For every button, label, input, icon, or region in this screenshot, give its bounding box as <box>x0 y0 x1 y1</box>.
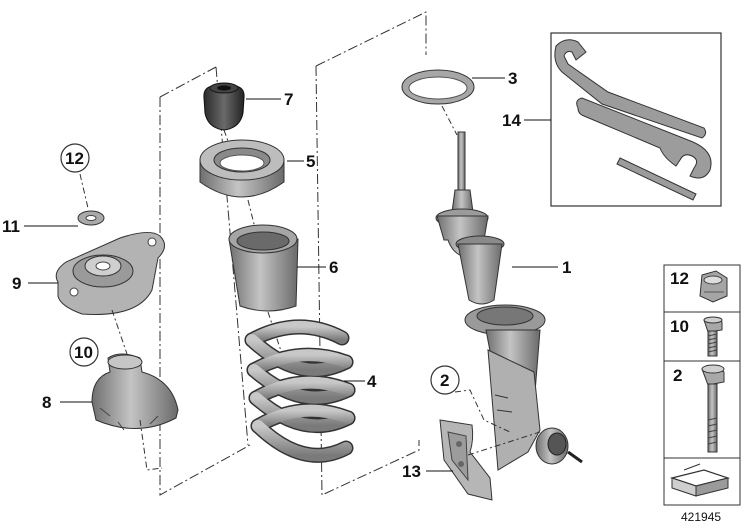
document-number: 421945 <box>681 510 721 524</box>
part-10-bolt-circle <box>69 337 99 367</box>
part-7-bump-stop <box>203 82 245 131</box>
part-5-spring-seat <box>199 139 285 198</box>
legend-label-2: 2 <box>673 366 682 385</box>
long-bolt-icon <box>701 364 725 453</box>
part-1-shock-absorber <box>435 131 583 471</box>
part-11-washer <box>77 210 105 226</box>
leader-lines <box>24 77 558 472</box>
part-9-strut-mount <box>55 232 165 315</box>
callout-3: 3 <box>508 69 517 88</box>
callout-7: 7 <box>284 90 293 109</box>
fastener-legend <box>663 264 741 506</box>
callout-4: 4 <box>367 372 377 391</box>
part-2-bolt-circle <box>430 365 460 395</box>
legend-label-10: 10 <box>670 317 689 336</box>
part-4-coil-spring <box>244 319 356 463</box>
assembly-frame-right <box>315 11 427 496</box>
callout-10: 10 <box>74 343 93 362</box>
callout-5: 5 <box>306 152 315 171</box>
part-6-dust-cover <box>228 224 299 312</box>
callout-11: 11 <box>2 217 20 236</box>
callout-2: 2 <box>440 371 449 390</box>
part-14-tool-set <box>550 32 722 207</box>
shim-symbol-icon <box>669 463 731 497</box>
legend-label-12: 12 <box>670 269 689 288</box>
callout-8: 8 <box>42 393 51 412</box>
part-12-nut-circle <box>60 143 90 173</box>
callout-1: 1 <box>562 258 571 277</box>
nut-icon <box>699 270 728 303</box>
callout-labels: 1 2 3 4 5 6 7 8 9 10 11 12 13 14 12 10 2 <box>2 69 689 481</box>
part-13-bracket <box>439 419 493 501</box>
callout-12: 12 <box>65 149 84 168</box>
part-3-washer-ring <box>401 69 475 105</box>
callout-6: 6 <box>329 258 338 277</box>
callout-13: 13 <box>402 462 421 481</box>
callout-9: 9 <box>12 274 21 293</box>
short-bolt-icon <box>703 316 723 357</box>
part-8-mount-cup <box>91 353 179 431</box>
callout-14: 14 <box>502 111 521 130</box>
